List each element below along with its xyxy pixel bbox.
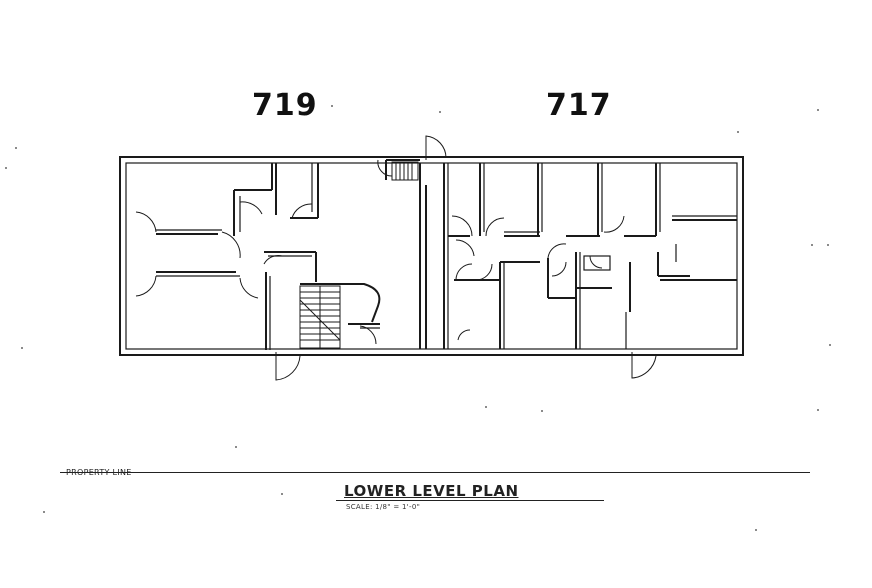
property-line-label: PROPERTY LINE xyxy=(66,468,132,477)
party-wall xyxy=(419,163,449,349)
building-outline xyxy=(119,156,744,356)
unit-717-doors xyxy=(451,215,657,379)
unit-719-stairs xyxy=(299,161,419,349)
unit-719-walls xyxy=(156,159,420,350)
plan-title: LOWER LEVEL PLAN xyxy=(344,482,519,500)
entry-door-top xyxy=(425,135,447,160)
property-line xyxy=(60,472,810,473)
unit-719-doors xyxy=(135,159,393,381)
title-rule xyxy=(336,500,604,501)
unit-717-label: 717 xyxy=(546,88,612,123)
unit-717-walls xyxy=(448,163,737,349)
scan-specks xyxy=(5,105,831,531)
scale-note: SCALE: 1/8" = 1'-0" xyxy=(346,503,421,511)
unit-719-label: 719 xyxy=(252,88,318,123)
